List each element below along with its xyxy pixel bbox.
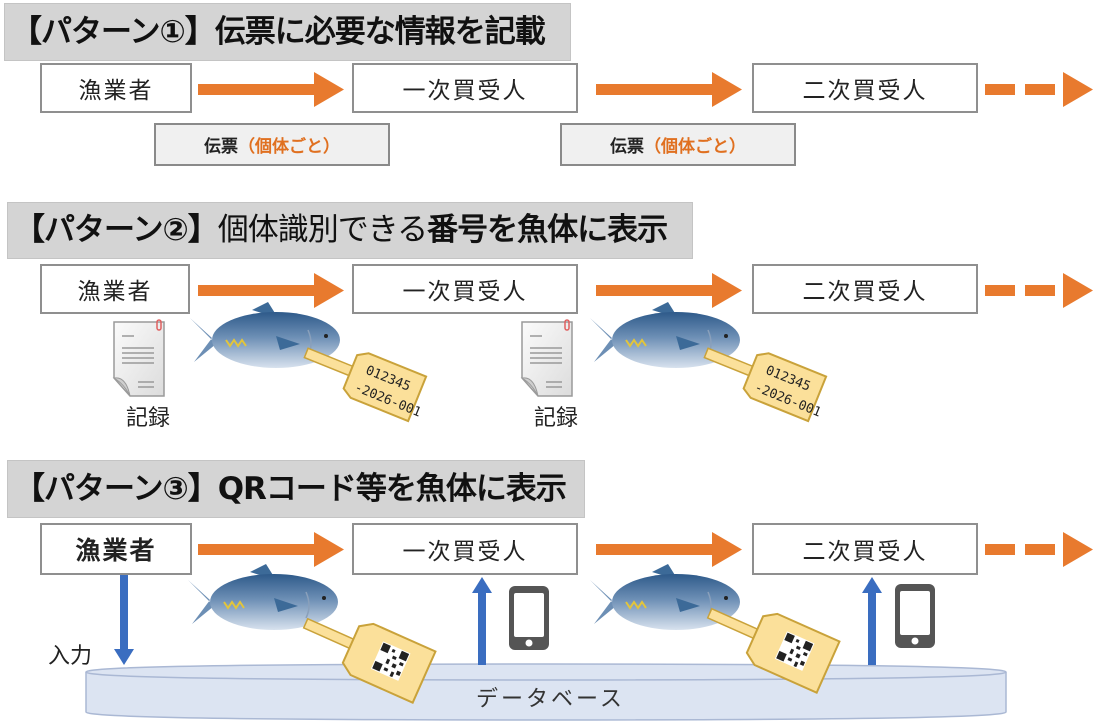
pattern-3-prefix: 【パターン③】 [14,470,219,507]
pattern-2-light: 個体識別できる [217,212,428,248]
node-label: 一次買受人 [402,78,528,104]
p3-flow-arrow-2 [596,532,742,567]
pattern-1-header: 【パターン①】伝票に必要な情報を記載 [4,3,571,61]
slip-main: 伝票 [204,137,238,157]
tuna-icon [188,564,338,630]
pattern-1-bold: 伝票 [214,13,276,50]
p1-slip-2: 伝票（個体ごと） [560,123,796,166]
node-label: 一次買受人 [402,539,528,565]
node-label: 漁業者 [78,78,154,104]
pattern-1-prefix: 【パターン①】 [11,13,216,50]
node-label: 二次買受人 [802,78,928,104]
slip-note: （個体ごと） [238,137,340,157]
number-tag-icon: 012345 -2026-001 [703,347,828,423]
lookup-arrow-up-2 [862,577,882,665]
smartphone-icon [509,586,549,650]
slip-main: 伝票 [610,137,644,157]
node-label: 一次買受人 [402,279,528,305]
p1-slip-1: 伝票（個体ごと） [154,123,390,166]
input-label: 入力 [48,644,93,669]
lookup-arrow-up-1 [472,577,492,665]
p3-continue-arrow [985,532,1093,567]
p3-node-primary-buyer: 一次買受人 [352,523,578,575]
database-label: データベース [476,687,625,712]
pattern-2-header: 【パターン②】個体識別できる番号を魚体に表示 [7,202,693,259]
p1-node-fisher: 漁業者 [40,63,192,113]
p2-node-primary-buyer: 一次買受人 [352,264,578,314]
document-icon [520,319,573,397]
p1-flow-arrow-2 [596,72,742,107]
number-tag-icon: 012345 -2026-001 [303,347,428,423]
qr-tag-icon [302,617,437,704]
p2-record-label-2: 記録 [534,406,579,431]
p3-flow-arrow-1 [198,532,344,567]
pattern-3-bold: QRコード等を魚体に表示 [217,470,567,507]
qr-tag-icon [706,607,841,694]
p2-flow-arrow-1 [198,273,344,308]
node-label: 漁業者 [75,536,157,565]
pattern-2-bold: 番号を魚体に表示 [427,212,668,248]
p2-record-label-1: 記録 [126,406,171,431]
node-label: 二次買受人 [802,539,928,565]
p1-continue-arrow [985,72,1093,107]
p3-node-secondary-buyer: 二次買受人 [752,523,978,575]
p3-node-fisher: 漁業者 [40,523,192,575]
p2-continue-arrow [985,273,1093,308]
node-label: 漁業者 [77,279,153,305]
p2-node-secondary-buyer: 二次買受人 [752,264,978,314]
p1-node-secondary-buyer: 二次買受人 [752,63,978,113]
slip-note: （個体ごと） [644,137,746,157]
node-label: 二次買受人 [802,279,928,305]
database-cylinder [85,663,1007,721]
smartphone-icon [895,584,935,648]
p2-flow-arrow-2 [596,273,742,308]
input-arrow-down [114,575,134,665]
pattern-1-light: に必要な情報を記載 [274,13,546,50]
document-icon [112,319,165,397]
pattern-3-header: 【パターン③】QRコード等を魚体に表示 [7,460,585,518]
p1-node-primary-buyer: 一次買受人 [352,63,578,113]
p1-flow-arrow-1 [198,72,344,107]
p2-node-fisher: 漁業者 [40,264,190,314]
pattern-2-prefix: 【パターン②】 [14,212,219,248]
